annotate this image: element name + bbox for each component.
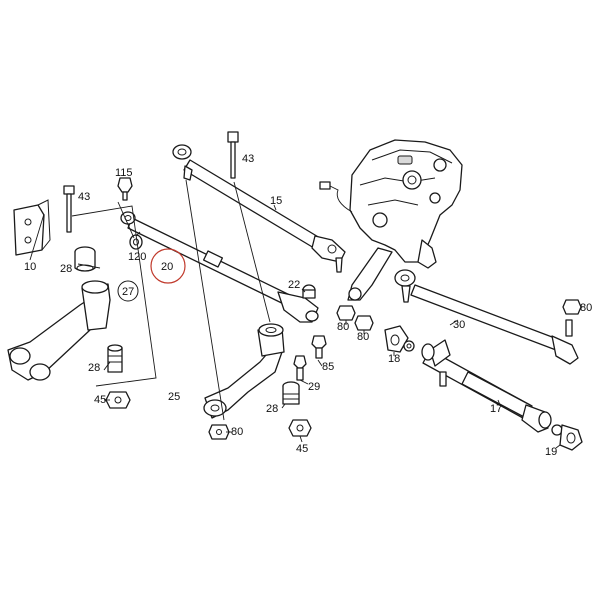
- callout-85: 85: [322, 361, 334, 373]
- idler-arm-left: [7, 280, 111, 381]
- callout-45-center: 45: [296, 443, 308, 455]
- drag-link-15: [172, 144, 346, 273]
- bolt-115: [117, 177, 133, 201]
- tie-rod-20: [120, 211, 319, 323]
- callout-30: 30: [453, 319, 465, 331]
- bolt-43-center: [227, 131, 239, 179]
- callout-45-left: 45: [94, 394, 106, 406]
- bracket-10: [13, 199, 51, 256]
- callout-18: 18: [388, 353, 400, 365]
- callout-17: 17: [490, 403, 502, 415]
- callout-27-circle: [117, 280, 139, 302]
- tie-rod-30: [394, 269, 579, 365]
- callout-80-center: 80: [231, 426, 243, 438]
- callout-20: 20: [161, 261, 173, 273]
- callout-43-center: 43: [242, 153, 254, 165]
- bushing-18: [384, 325, 415, 353]
- callout-115: 115: [115, 167, 133, 179]
- callout-80-box-b: 80: [357, 331, 369, 343]
- callout-28-upper: 28: [60, 263, 72, 275]
- callout-19: 19: [545, 446, 557, 458]
- bolt-29: [293, 355, 307, 381]
- idler-arm-25: [203, 323, 285, 419]
- callout-120: 120: [128, 251, 146, 263]
- callout-29: 29: [308, 381, 320, 393]
- callout-80-box-a: 80: [337, 321, 349, 333]
- callout-27: 27: [122, 286, 134, 298]
- nut-45-center: [288, 419, 312, 437]
- callout-10: 10: [24, 261, 36, 273]
- callout-25: 25: [168, 391, 180, 403]
- bushing-28-upper: [74, 246, 96, 272]
- callout-80-right: 80: [580, 302, 592, 314]
- steering-gear-box: [319, 139, 463, 301]
- steering-damper-17: [421, 339, 552, 433]
- nut-80-box-a: [336, 305, 356, 321]
- nut-80-right: [562, 299, 582, 315]
- bolt-85: [311, 335, 327, 359]
- bushing-19: [551, 424, 583, 451]
- callout-28-lower: 28: [88, 362, 100, 374]
- callout-22: 22: [288, 279, 300, 291]
- bolt-43-left: [63, 185, 75, 233]
- callout-43-left: 43: [78, 191, 90, 203]
- bushing-28-center: [282, 381, 300, 405]
- callout-15: 15: [270, 195, 282, 207]
- callout-20-highlight-circle: [150, 248, 186, 284]
- nut-80-center: [208, 424, 230, 440]
- leader-lines: [29, 179, 561, 449]
- callout-28-center: 28: [266, 403, 278, 415]
- nut-80-box-b: [354, 315, 374, 331]
- bushing-28-lower: [107, 344, 123, 373]
